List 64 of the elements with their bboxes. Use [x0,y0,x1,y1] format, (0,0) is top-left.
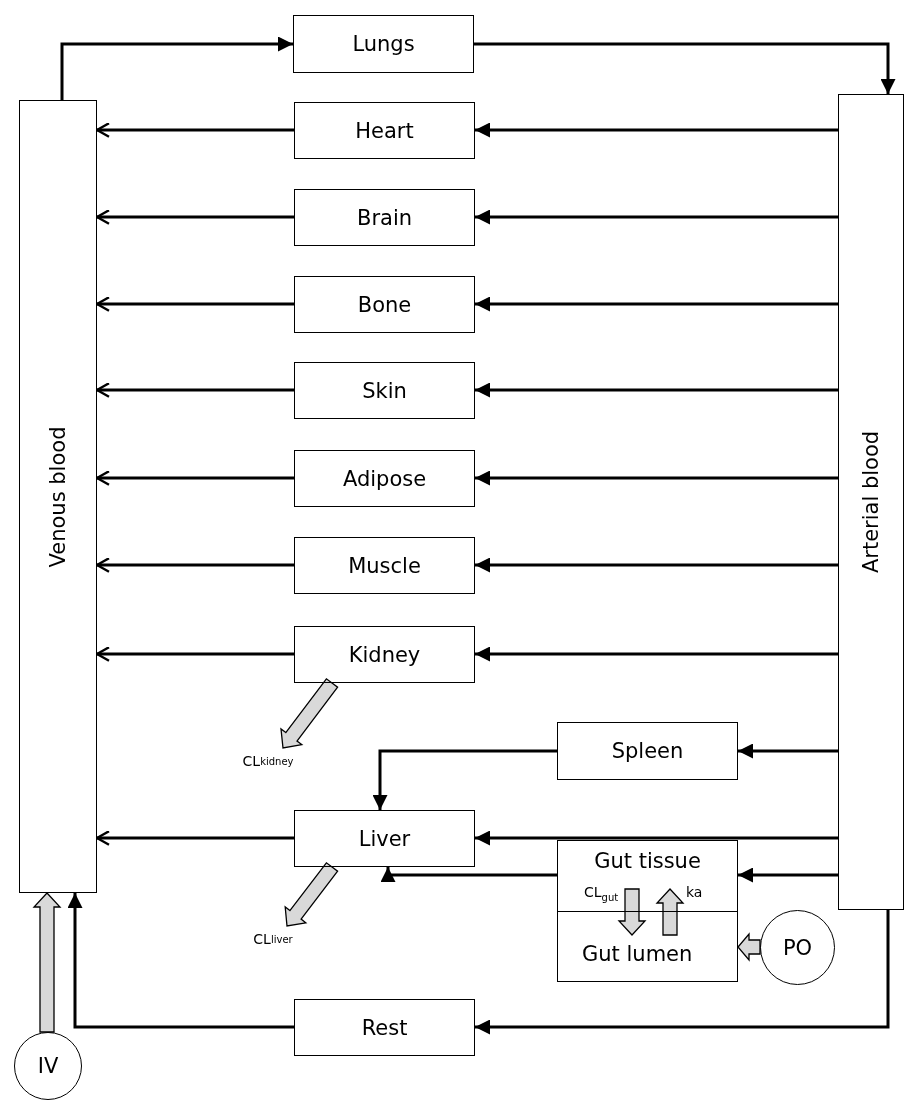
arrow [95,830,294,846]
compartment-box [294,102,475,159]
arrow [475,122,838,138]
arrow [475,470,838,486]
arrow [95,122,294,138]
arrow [474,42,896,94]
compartment-box [294,362,475,419]
compartment-box [294,276,475,333]
arrow [380,867,557,882]
compartment-box [293,15,474,73]
block-arrow [280,677,339,749]
arrow [95,470,294,486]
arrow [475,830,838,846]
blood-pool-box [838,94,904,910]
arrow [95,296,294,312]
arrow [475,557,838,573]
blood-pool-box [19,100,97,893]
block-arrow [617,888,647,936]
box-label: Venous blood [46,426,70,567]
arrow [475,910,890,1035]
box-label: PO [782,935,813,960]
arrow [475,209,838,225]
box-label: Bone [357,292,412,317]
compartment-box [294,626,475,683]
block-arrow [32,892,62,1033]
arrow [95,382,294,398]
box-label: Spleen [611,739,684,763]
compartment-box [557,911,738,982]
arrow [475,382,838,398]
box-label: Muscle [348,553,421,578]
arrow [372,749,557,810]
block-arrow [284,861,339,927]
box-label: Kidney [348,642,421,667]
block-arrow [737,932,761,962]
arrow [60,36,293,100]
box-label: Brain [356,205,413,230]
arrow [95,646,294,662]
box-label: Arterial blood [859,430,883,574]
compartment-box [294,999,475,1056]
box-label: Lungs [352,32,415,56]
box-label: Heart [355,118,414,143]
box-label: Adipose [342,466,427,491]
box-label: Rest [361,1015,408,1040]
arrow [738,867,838,883]
arrow [67,893,294,1029]
compartment-box [294,537,475,594]
edge-label: CL$_{gut}$ [584,884,619,903]
box-label: Liver [358,826,411,851]
arrow [475,296,838,312]
compartment-box [294,810,475,867]
compartment-box [557,840,738,912]
arrow [475,646,838,662]
box-label: Skin [362,378,407,403]
arrow [738,743,838,759]
arrow [95,209,294,225]
box-label: IV [37,1054,59,1078]
box-label: Gut lumen [582,942,693,966]
block-arrow [655,888,685,936]
box-label: Gut tissue [594,849,701,873]
compartment-box [294,189,475,246]
compartment-box [294,450,475,507]
arrow [95,557,294,573]
compartment-box [557,722,738,780]
edge-label: ka [686,884,703,900]
